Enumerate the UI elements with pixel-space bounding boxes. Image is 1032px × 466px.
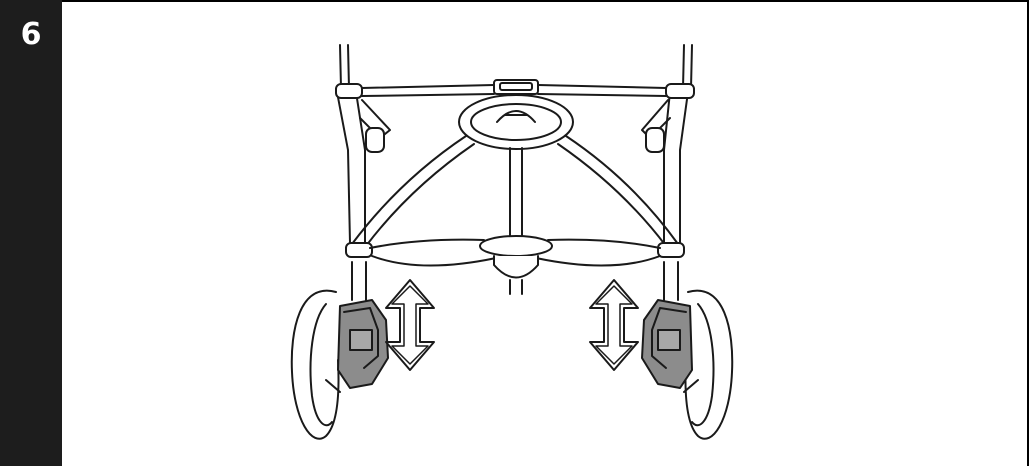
frame-right-upright xyxy=(663,44,693,301)
left-rear-wheel xyxy=(290,289,341,440)
right-brake-pedal xyxy=(641,299,693,389)
left-brake-pedal xyxy=(337,299,389,389)
central-hub xyxy=(458,94,574,241)
up-down-arrow-icon xyxy=(385,279,435,371)
step-sidebar: 6 xyxy=(0,0,62,466)
up-down-arrow-icon xyxy=(589,279,639,371)
left-side-bracket xyxy=(359,99,391,153)
right-rear-wheel xyxy=(683,289,734,440)
right-side-bracket xyxy=(641,99,671,153)
lower-footrest-bar xyxy=(345,235,685,295)
diagonal-struts xyxy=(351,135,679,247)
top-crossbar xyxy=(335,79,695,99)
frame-left-upright xyxy=(336,44,367,301)
step-number: 6 xyxy=(20,17,42,52)
